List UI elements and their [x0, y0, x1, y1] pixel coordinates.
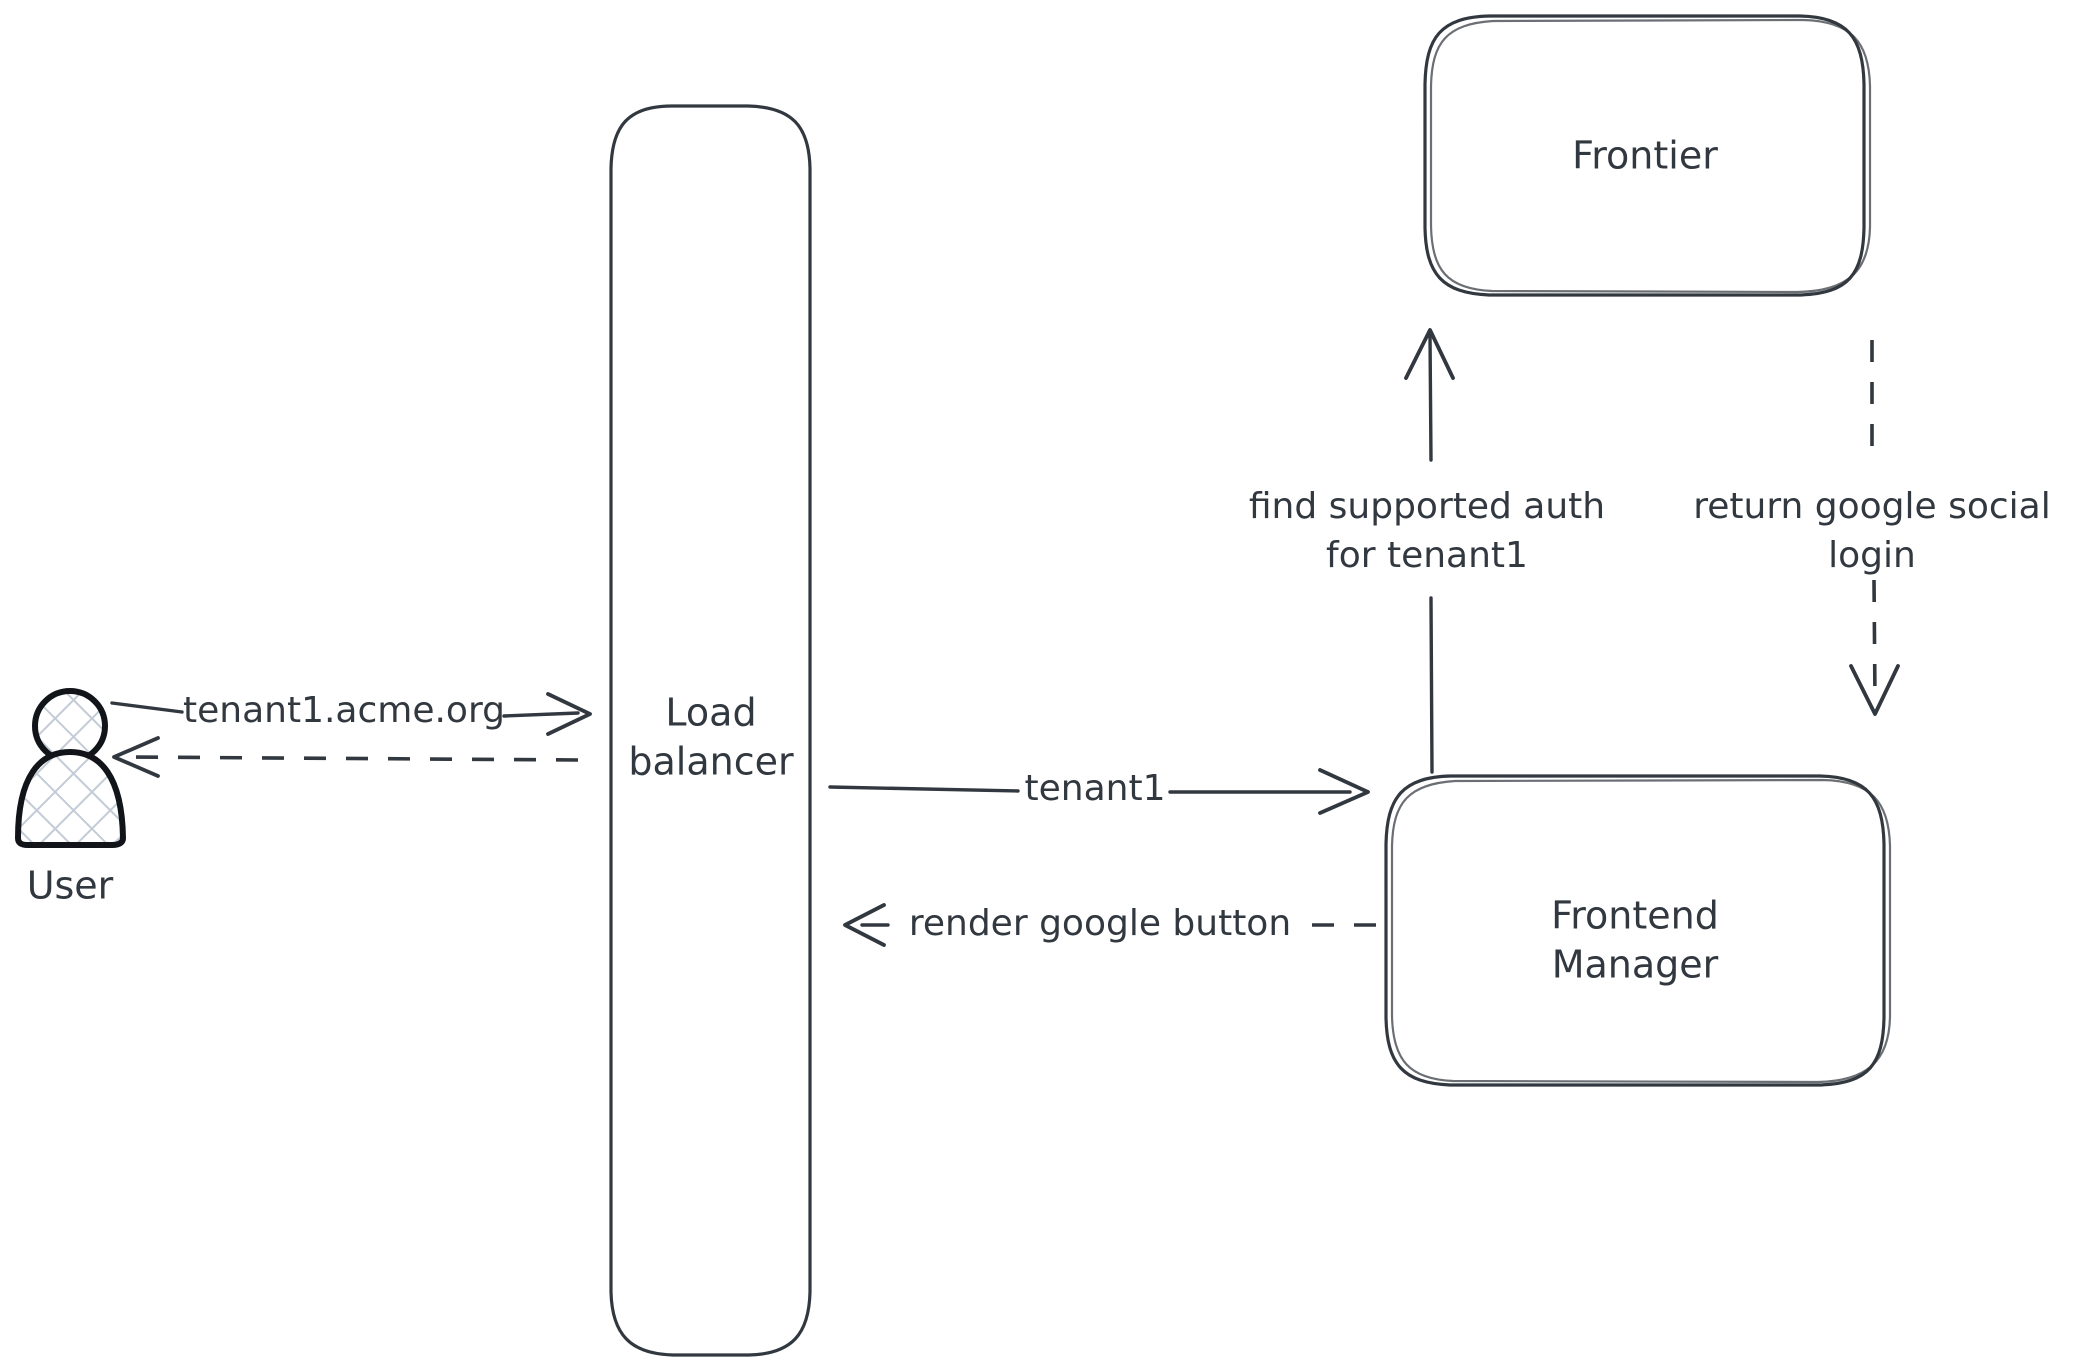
- edge-user-to-lb-label: tenant1.acme.org: [183, 690, 505, 731]
- edge-lb-to-user-line: [127, 755, 579, 762]
- edge-fm-to-frontier-arrowhead: [1404, 328, 1455, 380]
- edge-fm-to-frontier-label-line2: for tenant1: [1326, 535, 1528, 576]
- load-balancer-label-line1: Load: [665, 691, 756, 735]
- edge-user-to-lb-line-left: [110, 701, 184, 714]
- node-load-balancer[interactable]: Load balancer: [609, 104, 812, 1357]
- edge-user-to-lb-arrowhead: [546, 692, 592, 736]
- edge-lb-to-fm-line-left: [828, 785, 1020, 793]
- edge-fm-to-frontier-label-line1: find supported auth: [1249, 486, 1605, 527]
- frontier-label: Frontier: [1572, 134, 1718, 178]
- edge-frontier-to-fm-label-line2: login: [1828, 535, 1916, 576]
- edge-fm-to-frontier-line-upper: [1428, 332, 1433, 462]
- load-balancer-label-line2: balancer: [628, 740, 794, 784]
- edge-lb-to-fm-label: tenant1: [1025, 768, 1166, 809]
- edge-frontier-to-fm-line-lower: [1872, 579, 1877, 701]
- edge-user-to-lb-line-right: [502, 711, 580, 718]
- edge-frontier-to-fm-label-line1: return google social: [1693, 486, 2051, 527]
- edge-frontend-manager-to-frontier[interactable]: find supported auth for tenant1: [1249, 328, 1605, 774]
- edge-user-to-load-balancer[interactable]: tenant1.acme.org: [110, 690, 592, 736]
- edge-load-balancer-to-frontend-manager[interactable]: tenant1: [828, 768, 1370, 815]
- frontend-manager-shape: [1384, 774, 1886, 1087]
- frontend-manager-shape-sketch-overstroke: [1390, 778, 1892, 1084]
- edge-frontier-to-frontend-manager[interactable]: return google social login: [1693, 340, 2051, 716]
- edge-fm-to-lb-arrowhead: [843, 903, 886, 947]
- frontier-shape-sketch-overstroke: [1429, 18, 1872, 294]
- edge-fm-to-frontier-line-lower: [1429, 596, 1434, 774]
- edge-lb-to-fm-arrowhead: [1318, 768, 1370, 815]
- edge-fm-to-lb-label: render google button: [909, 903, 1291, 944]
- actor-user-label: User: [27, 864, 114, 908]
- person-icon-body: [15, 749, 126, 848]
- node-frontend-manager[interactable]: Frontend Manager: [1384, 774, 1892, 1087]
- edge-lb-to-user-arrowhead: [112, 736, 160, 778]
- actor-user[interactable]: User: [15, 688, 126, 908]
- frontier-shape: [1423, 14, 1866, 297]
- frontend-manager-label-line2: Manager: [1552, 943, 1719, 987]
- node-frontier[interactable]: Frontier: [1423, 14, 1872, 297]
- load-balancer-shape: [609, 104, 812, 1357]
- frontend-manager-label-line1: Frontend: [1551, 894, 1719, 938]
- edge-load-balancer-to-user[interactable]: [112, 736, 579, 778]
- edge-frontier-to-fm-arrowhead: [1849, 664, 1900, 716]
- edge-frontend-manager-to-load-balancer[interactable]: render google button: [843, 903, 1376, 947]
